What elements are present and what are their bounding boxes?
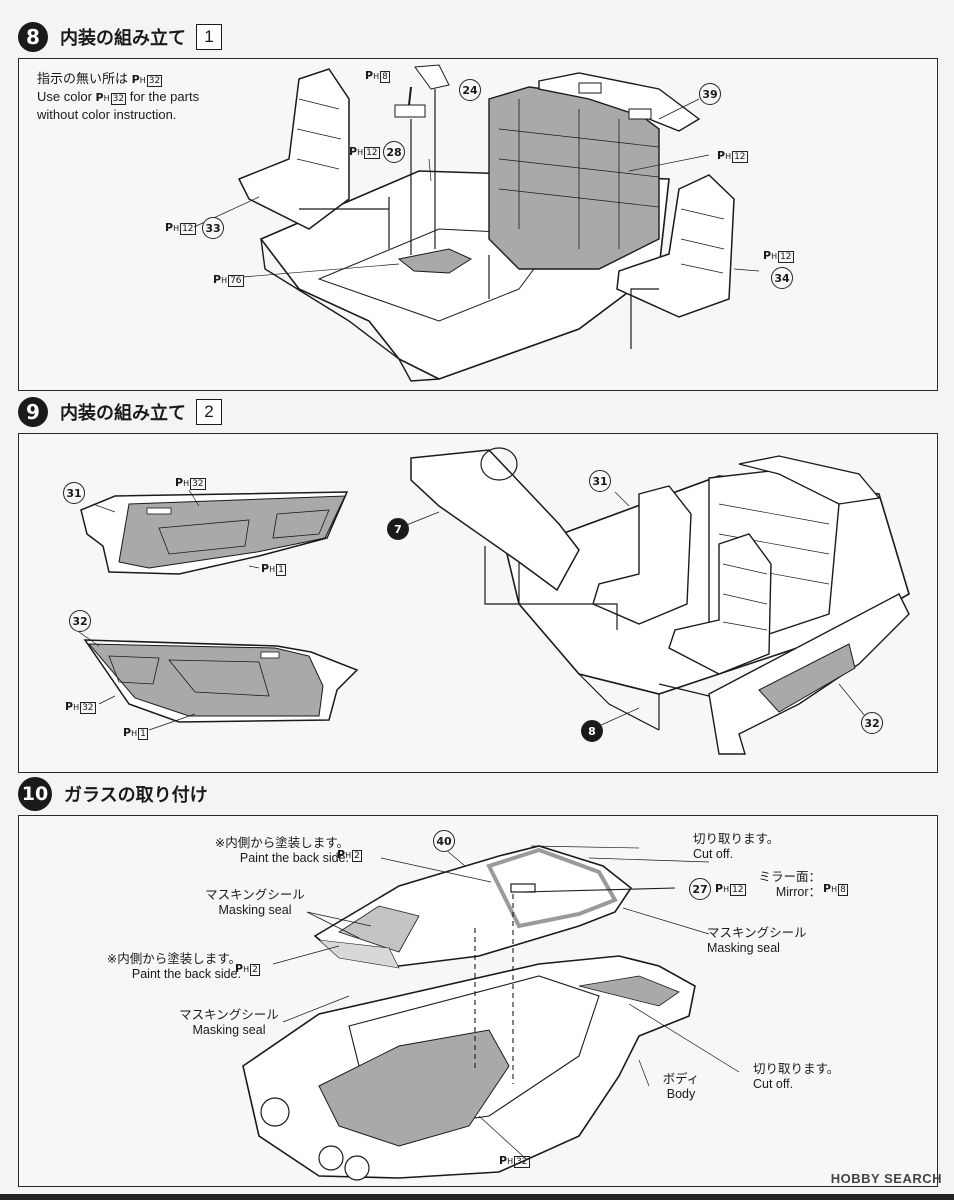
part-39: 39 [699, 83, 721, 105]
interior-assembly-1-diagram [193, 64, 760, 382]
paint-back-jp: ※内側から塗装します。 [106, 952, 241, 966]
masking-en: Masking seal [218, 903, 292, 917]
mirror-jp: ミラー面： [758, 870, 821, 884]
part-32: 32 [69, 610, 91, 632]
masking-jp: マスキングシール [179, 1008, 279, 1022]
part-7: 7 [387, 518, 409, 540]
watermark: HOBBY SEARCH [830, 1171, 942, 1186]
part-27: 27 [689, 878, 711, 900]
body-en: Body [666, 1087, 696, 1101]
step-number: 8 [18, 22, 48, 52]
part-31: 31 [589, 470, 611, 492]
bottom-bar [0, 1194, 954, 1200]
step-sub-number: 1 [196, 24, 222, 50]
part-28: 28 [383, 141, 405, 163]
glass-installation-diagram [242, 843, 740, 1181]
part-32: 32 [861, 712, 883, 734]
cutoff-jp: 切り取ります。 [753, 1062, 840, 1076]
cutoff-en: Cut off. [693, 847, 734, 861]
body-note: ボディ Body [659, 1072, 703, 1102]
interior-assembly-2-diagram [78, 447, 910, 755]
mirror-en: Mirror： [775, 885, 821, 899]
body-jp: ボディ [662, 1072, 700, 1086]
step-number: 10 [18, 777, 52, 811]
paint-back-note: ※内側から塗装します。 Paint the back side. [71, 952, 241, 982]
paint-note-en-line2: without color instruction. [37, 107, 177, 122]
part-31: 31 [63, 482, 85, 504]
part-34: 34 [771, 267, 793, 289]
cutoff-jp: 切り取ります。 [693, 832, 780, 846]
step-8-header: 8 内装の組み立て 1 [18, 20, 222, 54]
step-number: 9 [18, 397, 48, 427]
masking-en: Masking seal [192, 1023, 266, 1037]
step-title: ガラスの取り付け [64, 785, 208, 806]
masking-jp: マスキングシール [205, 888, 305, 902]
part-33: 33 [202, 217, 224, 239]
part-8: 8 [581, 720, 603, 742]
step-title: 内装の組み立て [60, 28, 186, 49]
paint-back-jp: ※内側から塗装します。 [214, 836, 349, 850]
part-40: 40 [433, 830, 455, 852]
masking-seal-note: マスキングシール Masking seal [195, 888, 315, 918]
masking-seal-note: マスキングシール Masking seal [169, 1008, 289, 1038]
part-24: 24 [459, 79, 481, 101]
paint-back-note: ※内側から塗装します。 Paint the back side. [179, 836, 349, 866]
cut-off-note: 切り取ります。 Cut off. [753, 1062, 843, 1092]
masking-en: Masking seal [707, 941, 780, 955]
step-title: 内装の組み立て [60, 403, 186, 424]
paint-back-en: Paint the back side. [131, 967, 241, 981]
masking-jp: マスキングシール [707, 926, 807, 940]
mirror-note: ミラー面： Mirror： [757, 870, 821, 900]
step-9-header: 9 内装の組み立て 2 [18, 395, 222, 429]
paint-back-en: Paint the back side. [239, 851, 349, 865]
step-10-header: 10 ガラスの取り付け [18, 777, 208, 811]
step-sub-number: 2 [196, 399, 222, 425]
masking-seal-note: マスキングシール Masking seal [707, 926, 827, 956]
cut-off-note: 切り取ります。 Cut off. [693, 832, 783, 862]
cutoff-en: Cut off. [753, 1077, 794, 1091]
